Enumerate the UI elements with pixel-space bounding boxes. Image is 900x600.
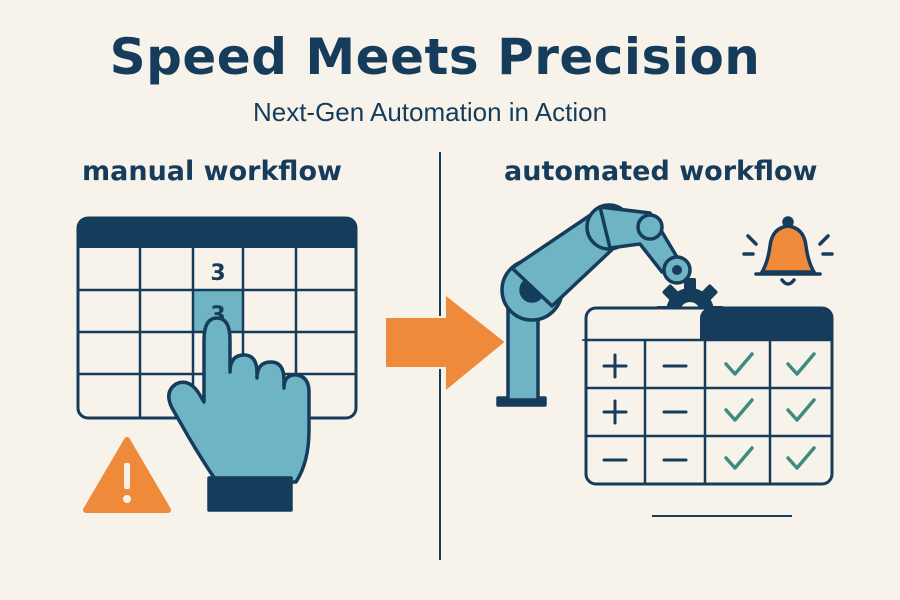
page-subtitle: Next-Gen Automation in Action [252,97,608,127]
automated-workflow-label: automated workflow [504,156,818,187]
checkmark-icon [786,352,816,376]
checkmark-icon [786,446,816,470]
checkmark-icon [724,446,754,470]
arrow-icon [384,291,508,395]
checkmark-icon [786,398,816,422]
warning-icon [83,437,171,513]
checkmark-icon [724,398,754,422]
cell-value-1: 3 [210,261,225,286]
robot-arm-icon [496,203,692,407]
spreadsheet-icon [584,306,834,486]
manual-workflow-label: manual workflow [82,156,342,187]
page-title: Speed Meets Precision [109,28,761,86]
pointing-hand-icon [167,316,311,512]
bell-icon [742,216,834,286]
checkmark-icon [724,352,754,376]
